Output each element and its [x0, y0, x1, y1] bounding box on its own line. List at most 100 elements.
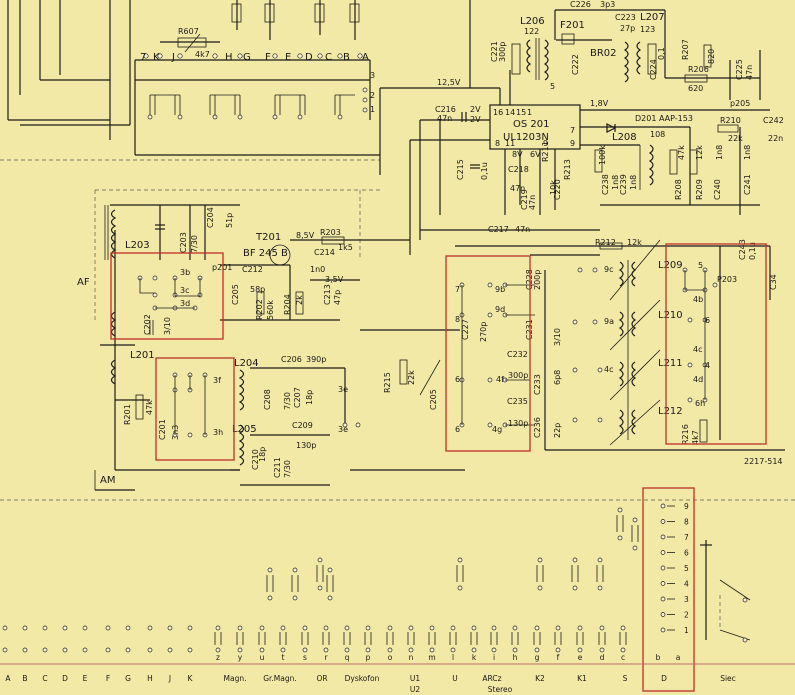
r215-value: 22k — [407, 370, 416, 385]
af-label: AF — [77, 277, 90, 288]
t201-type: BF 245 B — [243, 248, 288, 259]
contact-pin — [237, 625, 243, 631]
bottom-label-stereo: Stereo — [488, 685, 513, 694]
sw9c-label: 9c — [604, 265, 614, 274]
c202b-label: C202 — [143, 314, 152, 335]
c206-label: C206 — [281, 355, 302, 364]
contact-pin — [365, 647, 371, 653]
keyboard-switch-block: R607 4k7 7 K J H G F E D C B A 3 2 1 — [0, 0, 471, 161]
contact-pin — [267, 595, 273, 601]
c227-value: 270p — [479, 322, 488, 342]
c216-value: 47n — [437, 114, 452, 123]
sw-pin6: 6 — [455, 375, 460, 384]
c218-label: C218 — [508, 165, 529, 174]
c240-value: 1n8 — [715, 145, 724, 160]
ic-pin11: 11 — [505, 139, 515, 148]
sw-pin5: 6 — [455, 425, 460, 434]
pin-A: A — [362, 52, 369, 63]
highlight-box-l209 — [665, 243, 767, 445]
bottom-label-1: B — [22, 674, 27, 683]
pin-B: B — [343, 52, 350, 63]
switch-letter-u: u — [260, 653, 265, 662]
c214-label: C214 — [314, 248, 335, 257]
sw-pin7: 7 — [455, 285, 460, 294]
d-contact — [660, 565, 666, 571]
c238-value: 1n8 — [611, 175, 620, 190]
c209-label: C209 — [292, 421, 313, 430]
c216-label: C216 — [435, 105, 456, 114]
contact-pin — [429, 647, 435, 653]
v8-label: 8V — [512, 150, 523, 159]
r207-value: 820 — [707, 49, 716, 64]
d-number-3: 3 — [684, 595, 689, 604]
v85-label: 8,5V — [296, 231, 315, 240]
contact-pin — [62, 625, 68, 631]
switch-letter-e: e — [578, 653, 583, 662]
c226-label: C226 — [570, 0, 591, 9]
contact-pin — [42, 647, 48, 653]
c231-value: 3/10 — [553, 328, 562, 346]
r209-value: 12k — [695, 145, 704, 160]
c210-value: 18p — [258, 447, 267, 462]
switch-letter-y: y — [238, 653, 243, 662]
contact-pin — [292, 595, 298, 601]
d-contact — [660, 596, 666, 602]
r202-label: R202 — [255, 299, 264, 320]
c236-label: C236 — [533, 417, 542, 438]
r211-value: 10k — [549, 180, 558, 195]
r607-label: R607 — [178, 27, 199, 36]
contact-pin — [215, 625, 221, 631]
switch-letter-k: k — [472, 653, 477, 662]
pin-F: F — [265, 52, 271, 63]
c209-value: 130p — [296, 441, 316, 450]
d-number-2: 2 — [684, 611, 689, 620]
c202b-value: 3/10 — [163, 317, 172, 335]
d-contact — [660, 581, 666, 586]
c219-label: C219 — [520, 189, 529, 210]
contact-pin — [408, 625, 414, 631]
bottom-label-2: C — [42, 674, 47, 683]
l209-label: L209 — [658, 260, 683, 271]
c205r-label: C205 — [429, 389, 438, 410]
bottom-label-21: Siec — [720, 674, 736, 683]
v6-label: 6V — [530, 150, 541, 159]
d-contact — [660, 534, 666, 540]
sw9a-label: 9a — [604, 317, 614, 326]
l204-label: L204 — [234, 358, 259, 369]
contact-pin — [344, 647, 350, 653]
ic-name: OS 201 — [513, 119, 549, 130]
sw-r5: 5 — [698, 261, 703, 270]
c240-label: C240 — [713, 179, 722, 200]
d-contact — [660, 519, 666, 524]
l206-pin5: 5 — [550, 82, 555, 91]
c203-value: 7/30 — [190, 235, 199, 253]
highlight-box-af — [110, 252, 224, 340]
contact-pin — [387, 625, 393, 631]
ic-pin7: 7 — [570, 126, 575, 135]
d201-label: D201 AAP-153 — [635, 114, 693, 123]
d-contact — [660, 503, 666, 509]
f201-label: F201 — [560, 20, 585, 31]
switch-letter-f: f — [557, 653, 560, 662]
r203-label: R203 — [320, 228, 341, 237]
l203-label: L203 — [125, 240, 150, 251]
bottom-label-20: D — [661, 674, 667, 683]
contact-pin — [105, 647, 111, 653]
bottom-label-12: OR — [316, 674, 327, 683]
contact-pin — [187, 647, 193, 653]
c223-label: C223 — [615, 13, 636, 22]
d-number-1: 1 — [684, 626, 689, 635]
c235-label: C235 — [507, 397, 528, 406]
switch-letter-q: q — [345, 653, 350, 662]
pin-H: H — [225, 52, 233, 63]
d-number-6: 6 — [684, 549, 689, 558]
ic-pin1: 1 — [527, 108, 532, 117]
r206-label: R206 — [688, 65, 709, 74]
contact-pin — [617, 535, 623, 541]
r206-value: 620 — [688, 84, 703, 93]
r207-label: R207 — [681, 39, 690, 60]
contact-pin — [617, 507, 623, 513]
c215-value: 0,1u — [480, 162, 489, 180]
switch-letter-p: p — [366, 653, 371, 662]
